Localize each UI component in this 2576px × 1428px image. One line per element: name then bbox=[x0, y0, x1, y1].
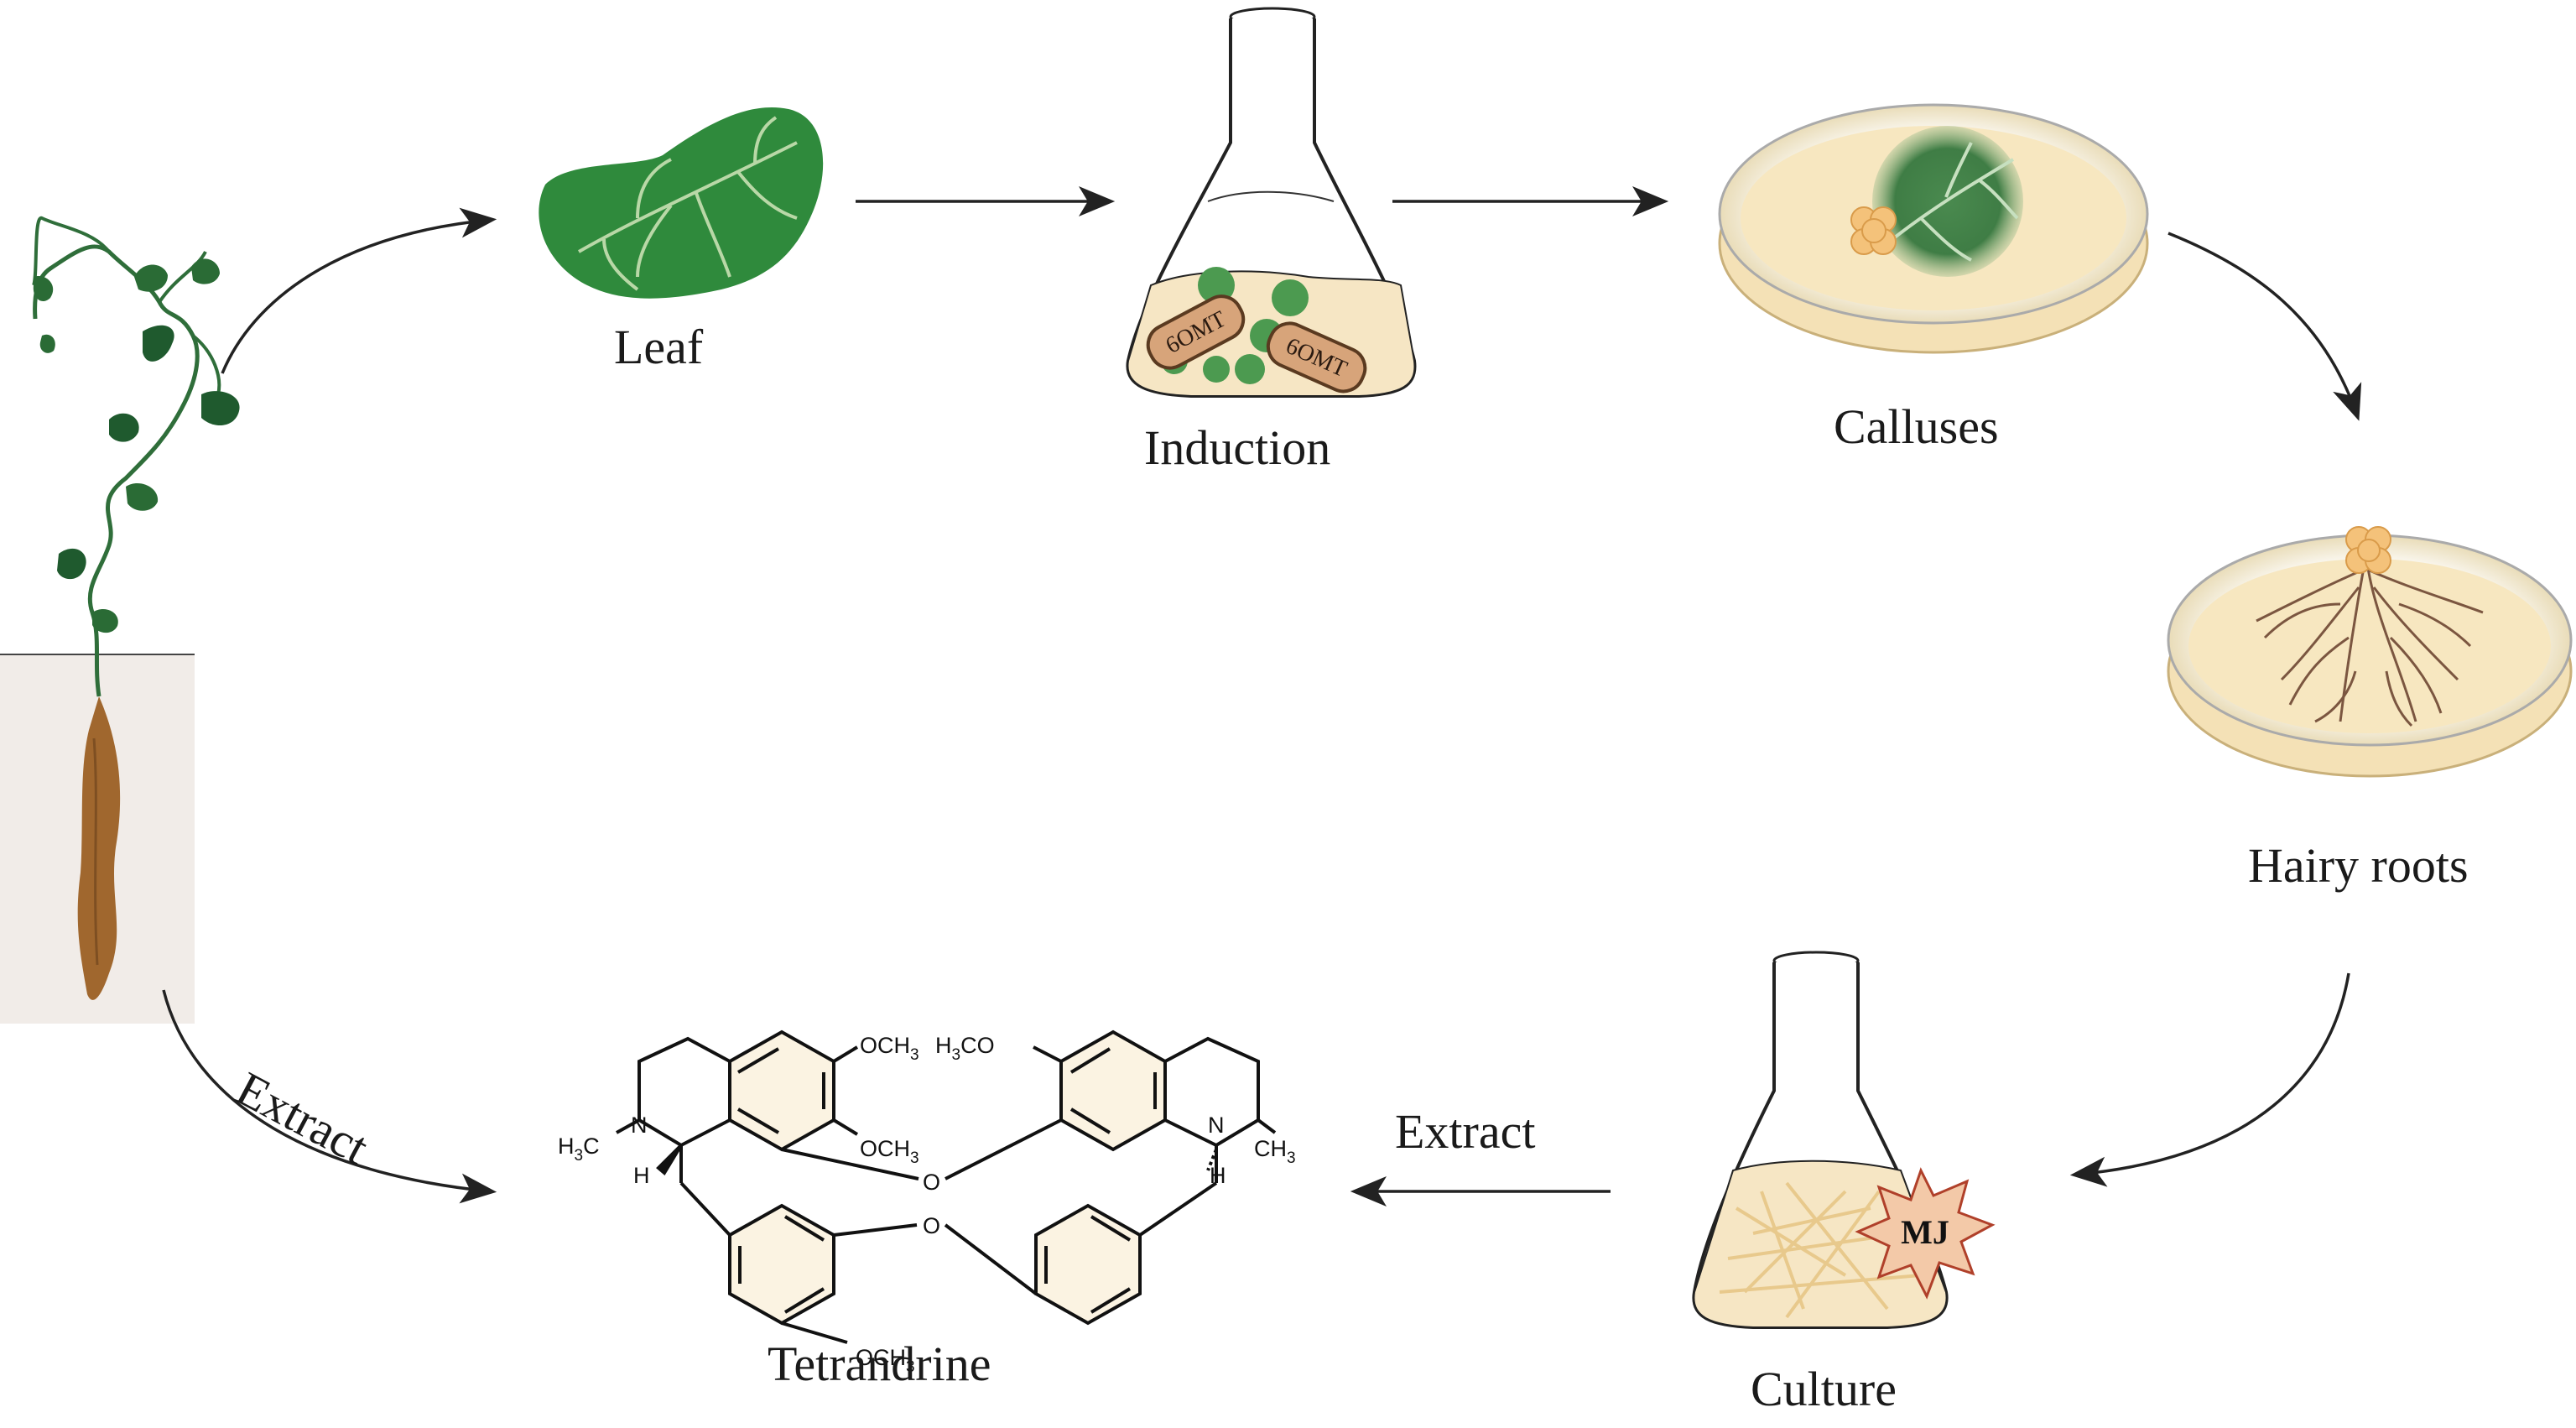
label-tetrandrine: Tetrandrine bbox=[768, 1337, 991, 1391]
tetrandrine-structure bbox=[616, 1029, 1277, 1344]
culture-flask: MJ bbox=[1692, 951, 1996, 1329]
och3-top-left: OCH3 bbox=[860, 1033, 919, 1064]
hairy-roots bbox=[2256, 557, 2484, 727]
arrow-calluses-to-hairy bbox=[2167, 232, 2362, 421]
flow-arrows bbox=[162, 186, 2362, 1207]
root bbox=[77, 696, 121, 1000]
structure-labels: OCH3 H3CO OCH3 OCH3 O O N H3C H N CH3 H bbox=[558, 1033, 1296, 1376]
label-leaf: Leaf bbox=[614, 320, 704, 374]
calluses-dish bbox=[1718, 103, 2149, 354]
callus-cluster bbox=[1850, 206, 1897, 255]
h3co-top: H3CO bbox=[935, 1033, 995, 1064]
cultured-roots bbox=[1719, 1181, 1922, 1319]
h-left: H bbox=[633, 1163, 650, 1188]
label-hairy-roots: Hairy roots bbox=[2248, 838, 2469, 893]
ch3-right: CH3 bbox=[1254, 1136, 1296, 1167]
n-right: N bbox=[1208, 1113, 1225, 1138]
label-culture: Culture bbox=[1751, 1362, 1897, 1416]
h-right: H bbox=[1210, 1163, 1226, 1188]
leaf-illustration bbox=[539, 107, 824, 299]
arrow-plant-to-leaf bbox=[221, 207, 497, 374]
o-bridge-top: O bbox=[923, 1170, 940, 1195]
hairy-roots-dish bbox=[2167, 526, 2573, 778]
label-extract-bottom: Extract bbox=[1395, 1104, 1536, 1159]
och3-bottom: OCH3 bbox=[856, 1345, 915, 1376]
induction-flask: 6OMT 6OMT bbox=[1126, 7, 1417, 398]
och3-mid: OCH3 bbox=[860, 1136, 919, 1167]
label-calluses: Calluses bbox=[1834, 399, 1999, 454]
mj-label: MJ bbox=[1901, 1213, 1949, 1251]
mj-star: MJ bbox=[1855, 1167, 1996, 1300]
h3c-left: H3C bbox=[558, 1134, 600, 1165]
n-left: N bbox=[631, 1113, 648, 1138]
plant-illustration bbox=[0, 216, 240, 1024]
arrow-plant-to-tetrandrine bbox=[162, 989, 497, 1204]
o-bridge-bottom: O bbox=[923, 1213, 940, 1238]
label-induction: Induction bbox=[1144, 420, 1331, 475]
arrow-hairy-to-culture bbox=[2069, 972, 2350, 1187]
